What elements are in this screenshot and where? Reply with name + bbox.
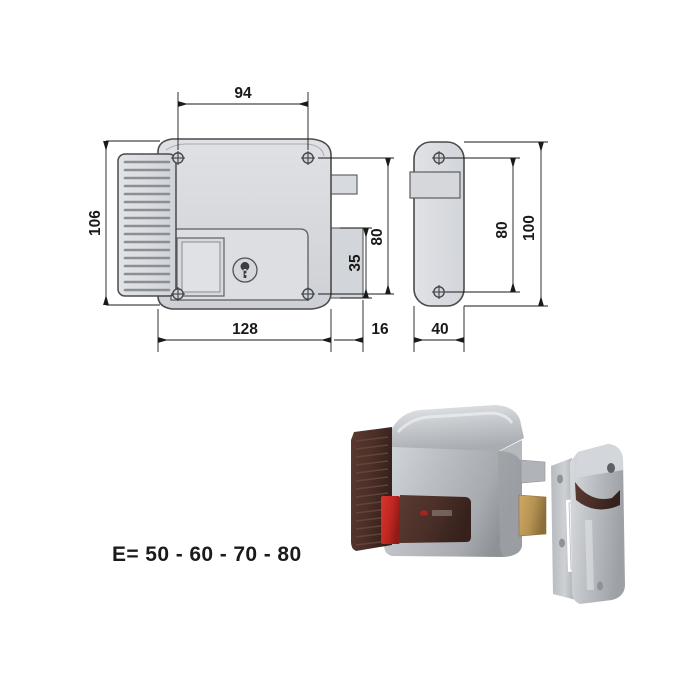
screw-bottom-right [301, 287, 315, 301]
dimension-lines [103, 92, 548, 352]
backset-caption: E= 50 - 60 - 70 - 80 [112, 543, 302, 566]
strike-mouth-opening [409, 171, 461, 199]
latch-tongue [329, 174, 358, 195]
lock-front-view [117, 138, 364, 310]
strike-screw-top [432, 151, 446, 165]
strike-plate-outline [413, 141, 465, 307]
photo-handle-ribs [355, 436, 389, 546]
photo-case-side [498, 440, 522, 557]
photo-dead-bolt [518, 494, 547, 537]
photo-strike-highlight [585, 520, 594, 590]
dim-label-35: 35 [347, 254, 364, 272]
handle-ribs [123, 160, 171, 292]
photo-strike-hole-lower [597, 581, 603, 591]
photo-case-highlight [396, 411, 514, 434]
key-cylinder [232, 257, 258, 283]
body-top-highlight [165, 143, 325, 157]
photo-strike-plate [551, 444, 625, 604]
ribbed-handle-block [117, 153, 177, 297]
photo-strike-housing [570, 444, 625, 604]
dim-label-94: 94 [234, 85, 252, 102]
dim-label-16: 16 [371, 321, 389, 338]
dim-label-106: 106 [87, 210, 104, 236]
dim-label-128: 128 [232, 321, 258, 338]
screw-top-right [301, 151, 315, 165]
photo-strike-latch-guide [575, 482, 620, 510]
photo-strike-pin-hole [607, 463, 615, 473]
bolt-housing [329, 174, 364, 299]
photo-strike-hole-bottom [559, 538, 565, 548]
product-photo [351, 405, 625, 604]
strike-screw-bottom [432, 285, 446, 299]
dim-label-80-front: 80 [369, 228, 386, 245]
button-housing-inner [181, 241, 221, 293]
photo-strike-hole-top [557, 474, 563, 484]
photo-lock-body [351, 405, 547, 557]
keyhole-glyph [240, 262, 250, 278]
button-housing [176, 237, 225, 297]
dim-label-100: 100 [521, 215, 538, 241]
mounting-screws [171, 151, 315, 301]
dim-label-40: 40 [431, 321, 448, 338]
photo-case-top [390, 405, 524, 452]
photo-brand-logo [432, 510, 452, 516]
photo-brand-dot [420, 510, 428, 516]
screw-bottom-left [171, 287, 185, 301]
dimension-labels: 94 106 128 16 80 35 100 80 40 [87, 85, 538, 338]
photo-latch-bolt [520, 459, 546, 484]
strike-plate-view [409, 141, 465, 307]
photo-red-button [381, 496, 400, 544]
screw-top-left [171, 151, 185, 165]
dim-label-80-strike: 80 [494, 221, 511, 238]
photo-brand-plate [400, 495, 471, 543]
cylinder-ring [232, 257, 258, 283]
